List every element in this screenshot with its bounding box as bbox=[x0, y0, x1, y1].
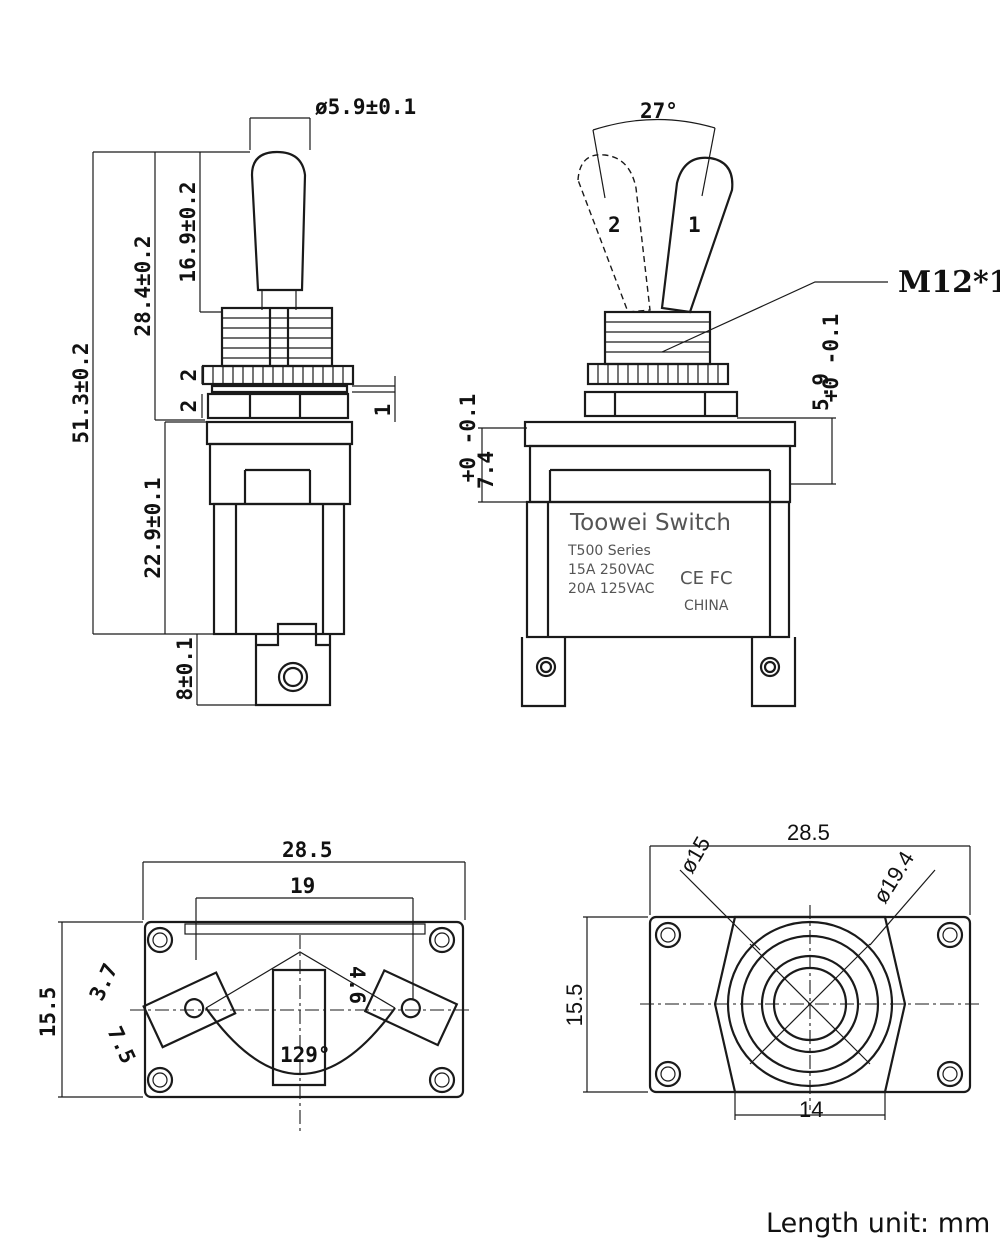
dim-nut1: 2 bbox=[177, 369, 201, 382]
top-width: 28.5 bbox=[787, 820, 830, 845]
lever-position-1 bbox=[660, 156, 734, 314]
top-height: 15.5 bbox=[562, 984, 587, 1027]
cert-marks: CE FC bbox=[680, 568, 733, 589]
top-nut: 14 bbox=[799, 1097, 823, 1122]
side-lever bbox=[250, 150, 307, 292]
front-terminals bbox=[520, 637, 797, 708]
dim-angle: 27° bbox=[640, 99, 678, 123]
side-dimensions: ø5.9±0.1 16.9±0.2 28.4±0.2 51.3±0.2 2 2 … bbox=[69, 95, 416, 706]
bottom-terminal-right bbox=[363, 968, 459, 1047]
side-hex-nut bbox=[206, 392, 350, 420]
origin-text: CHINA bbox=[684, 598, 729, 614]
dim-terminal-len: 8±0.1 bbox=[173, 637, 197, 700]
dim-washer: 1 bbox=[371, 404, 395, 417]
front-thread bbox=[603, 310, 712, 366]
unit-note: Length unit: mm bbox=[766, 1208, 990, 1239]
side-view: ø5.9±0.1 16.9±0.2 28.4±0.2 51.3±0.2 2 2 … bbox=[69, 95, 416, 707]
bottom-terminal-left bbox=[142, 971, 237, 1049]
bottom-width: 28.5 bbox=[282, 838, 333, 862]
position-1-label: 1 bbox=[688, 213, 701, 237]
side-terminal bbox=[254, 622, 332, 707]
side-thread bbox=[220, 306, 334, 368]
bottom-view: 28.5 19 15.5 3.7 7.5 4.6 129° bbox=[36, 838, 470, 1135]
bottom-angle: 129° bbox=[280, 1043, 331, 1067]
dim-overall-len: 51.3±0.2 bbox=[69, 342, 93, 443]
side-body bbox=[205, 420, 354, 636]
dim-nut-tol: +0 -0.1 bbox=[819, 314, 843, 403]
dim-shaft-dia: ø5.9±0.1 bbox=[315, 95, 416, 119]
rating-1: 15A 250VAC bbox=[568, 562, 655, 578]
dim-lever-len: 16.9±0.2 bbox=[176, 181, 200, 282]
lever-position-2 bbox=[577, 154, 651, 313]
dim-body-len: 22.9±0.1 bbox=[141, 477, 165, 578]
dim-body-tol: +0 -0.1 bbox=[456, 394, 480, 483]
bottom-height: 15.5 bbox=[36, 987, 60, 1038]
front-hex-nut bbox=[583, 390, 739, 418]
rating-2: 20A 125VAC bbox=[568, 581, 655, 597]
bottom-inner: 19 bbox=[290, 874, 315, 898]
dim-nut-height: 5.9 bbox=[809, 373, 833, 411]
brand-text: Toowei Switch bbox=[569, 510, 731, 536]
dim-bushing-len: 28.4±0.2 bbox=[131, 235, 155, 336]
front-view: 27° 2 1 M12*1 Toowei Switch T500 Serie bbox=[456, 99, 1000, 708]
dim-nut2: 2 bbox=[177, 400, 201, 413]
top-view: 28.5 15.5 ø15 ø19.4 14 bbox=[562, 820, 980, 1122]
dim-body-top: 7.4 bbox=[474, 451, 498, 489]
thread-label: M12*1 bbox=[898, 265, 1000, 300]
position-2-label: 2 bbox=[608, 213, 621, 237]
top-dia2: ø19.4 bbox=[868, 847, 919, 908]
bottom-d1: 3.7 bbox=[85, 960, 123, 1005]
series-text: T500 Series bbox=[567, 543, 651, 559]
bottom-d3: 4.6 bbox=[345, 966, 369, 1004]
side-knurl-nut bbox=[201, 364, 355, 386]
front-body: Toowei Switch T500 Series 15A 250VAC 20A… bbox=[523, 420, 797, 639]
bottom-d2: 7.5 bbox=[102, 1023, 140, 1068]
